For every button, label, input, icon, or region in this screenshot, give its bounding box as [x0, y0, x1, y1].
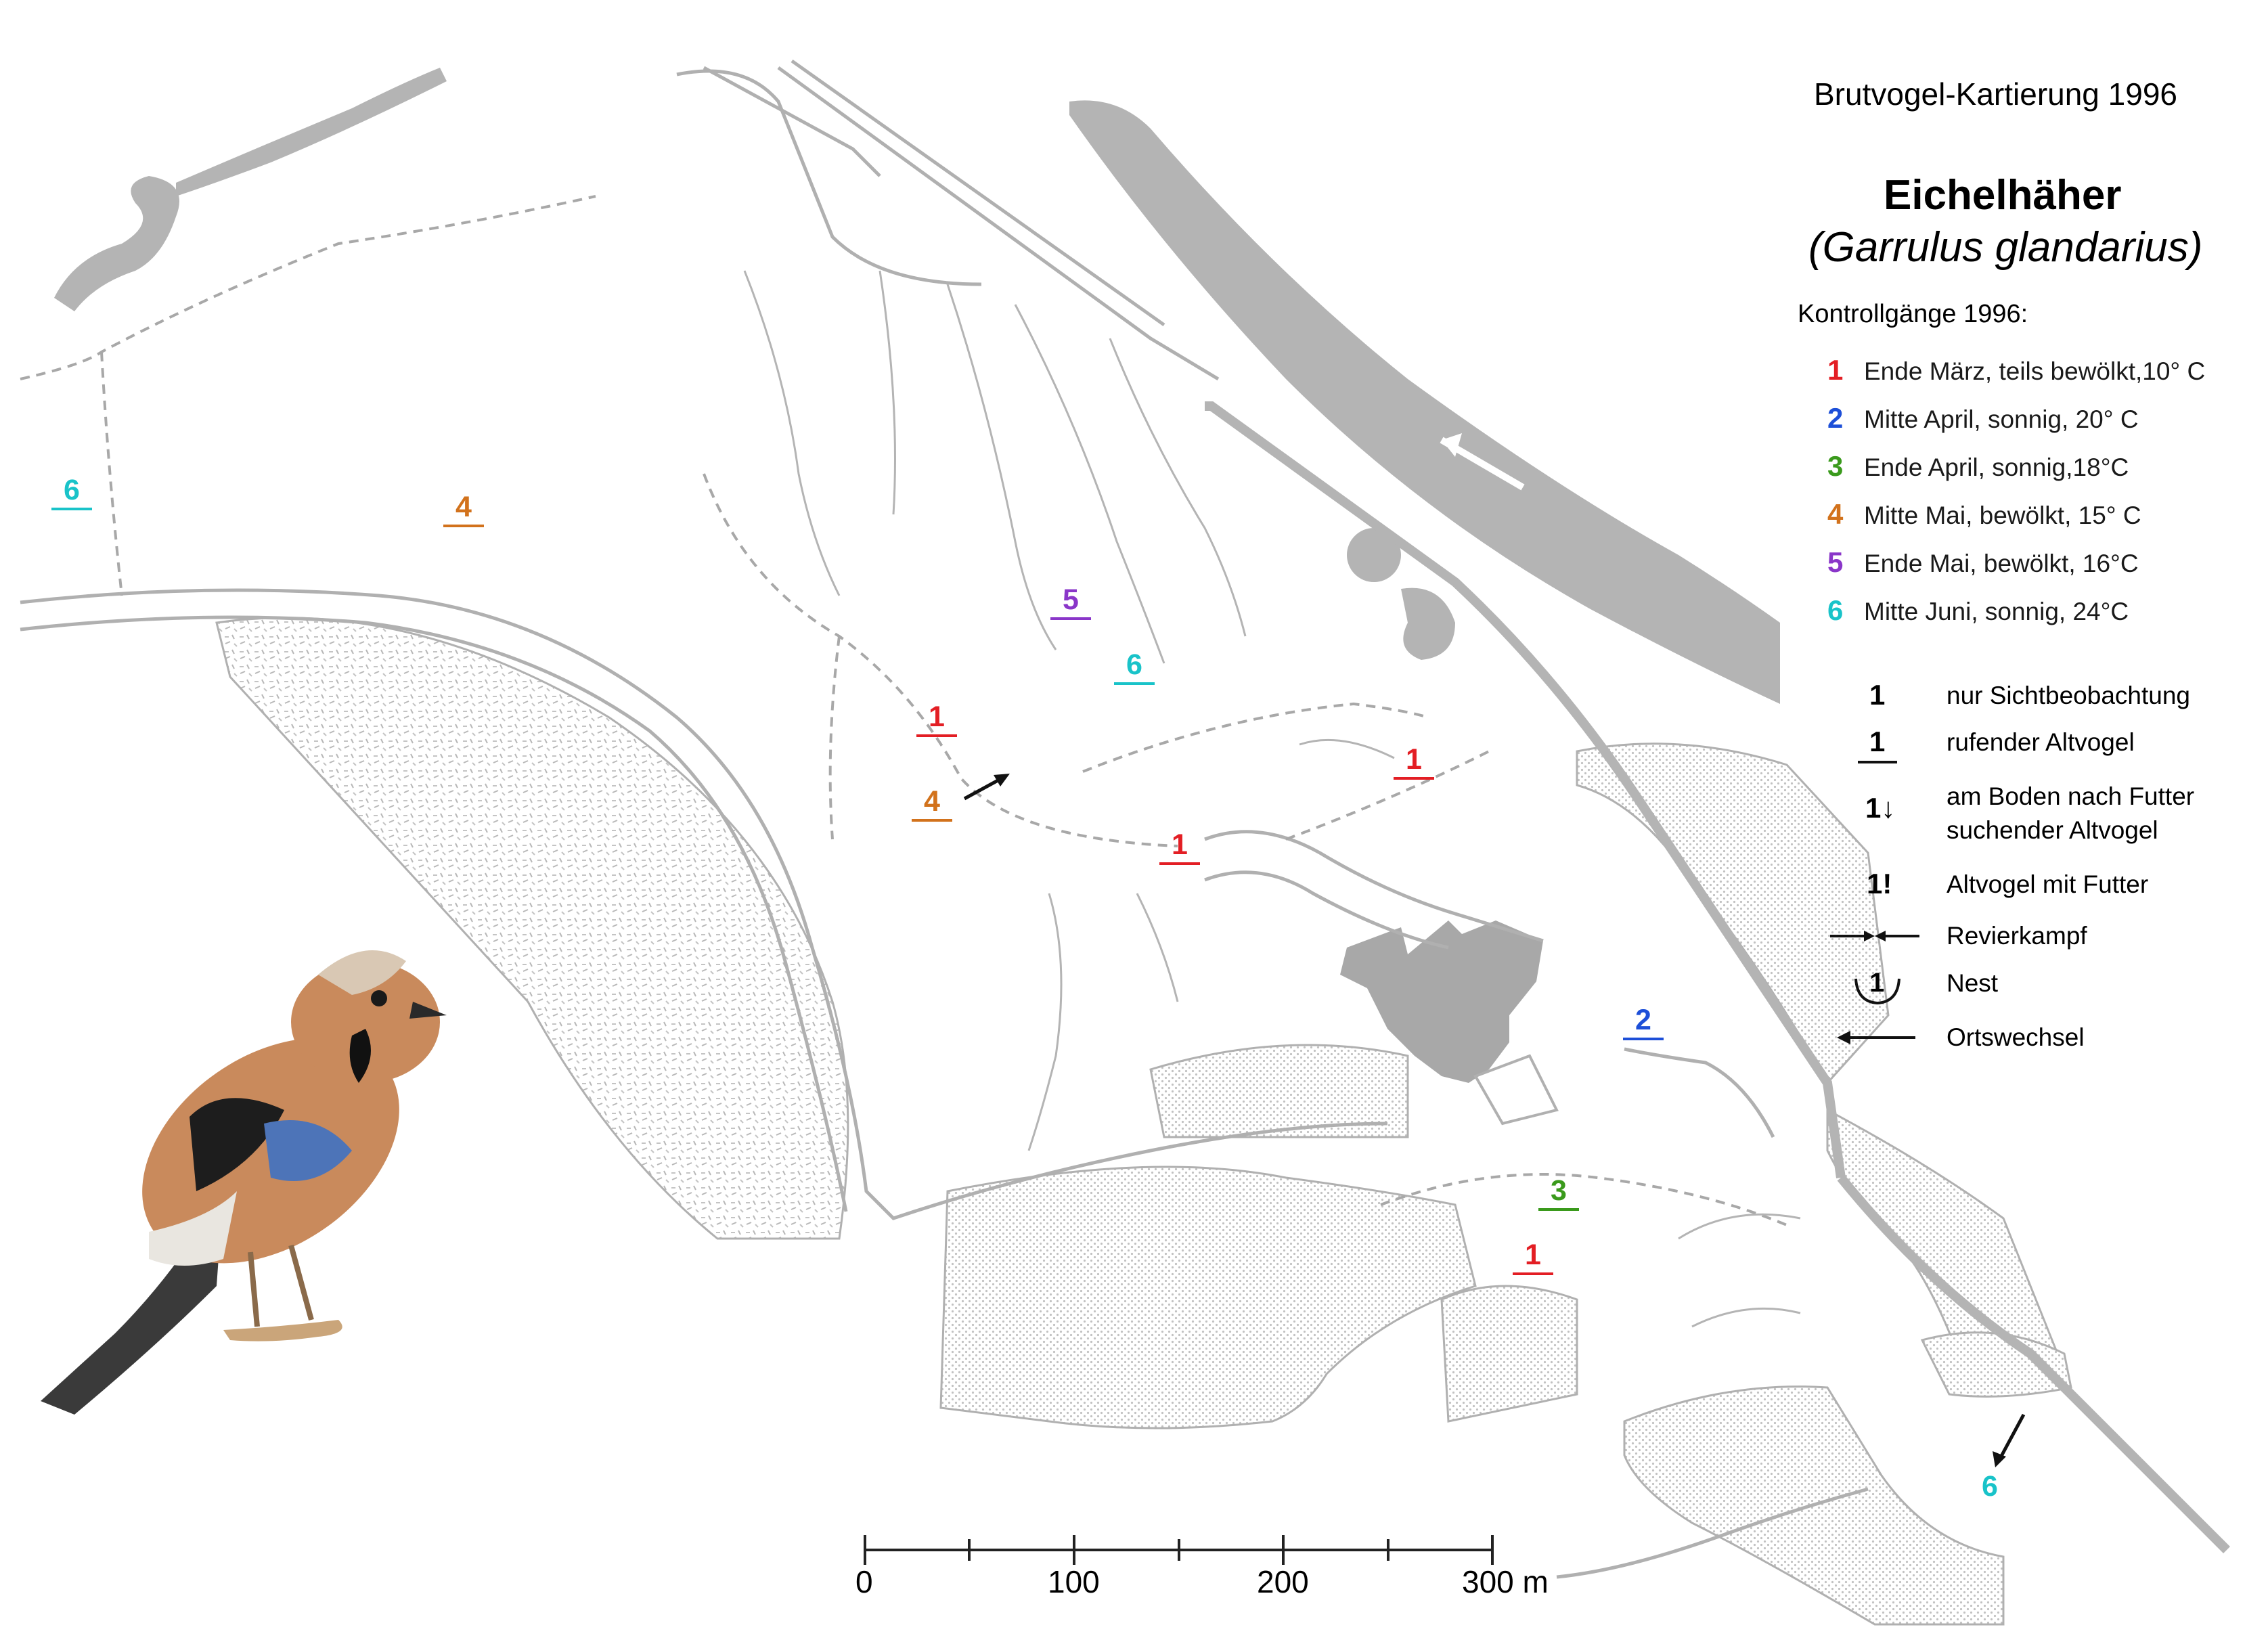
survey-title: Brutvogel-Kartierung 1996	[1814, 76, 2177, 112]
visit-item: 6 Mitte Juni, sonnig, 24°C	[1827, 594, 2129, 628]
visit-label: Ende März, teils bewölkt,10° C	[1864, 357, 2206, 385]
road	[703, 66, 881, 177]
observation-marker: 6	[1114, 648, 1155, 685]
jay-illustration	[41, 950, 447, 1415]
river	[1069, 100, 1780, 705]
visit-item: 2 Mitte April, sonnig, 20° C	[1827, 402, 2139, 436]
scale-bar	[864, 1535, 1494, 1565]
road	[1204, 830, 1544, 943]
visit-number: 6	[1827, 594, 1844, 626]
forest-area	[1826, 1108, 2059, 1373]
visit-item: 1 Ende März, teils bewölkt,10° C	[1827, 354, 2205, 388]
building	[1473, 1054, 1559, 1126]
observation-marker: 4	[912, 785, 952, 822]
visit-label: Mitte April, sonnig, 20° C	[1864, 405, 2139, 433]
road	[791, 59, 1165, 327]
visit-label: Ende Mai, bewölkt, 16°C	[1864, 550, 2139, 577]
forest-area	[1149, 1044, 1409, 1138]
symbol-label: suchender Altvogel	[1947, 816, 2158, 844]
territorial-fight-icon	[1830, 931, 1919, 941]
visit-label: Mitte Juni, sonnig, 24°C	[1864, 598, 2129, 625]
sighting-symbol: 1	[1869, 679, 1886, 711]
forest-area	[939, 1166, 1477, 1429]
legend-heading: Kontrollgänge 1996:	[1798, 300, 2028, 328]
footpaths	[20, 195, 1787, 1226]
relocation-arrow-icon	[1837, 1031, 1915, 1044]
road	[777, 66, 1220, 381]
symbol-label: am Boden nach Futter	[1947, 782, 2195, 810]
pond	[1401, 587, 1455, 660]
foraging-symbol: 1↓	[1865, 792, 1896, 824]
visit-label: Mitte Mai, bewölkt, 15° C	[1864, 502, 2141, 529]
road	[1624, 1047, 1775, 1138]
nest-symbol: 1	[1869, 968, 1885, 998]
pond	[176, 68, 447, 196]
scale-label: 200	[1257, 1564, 1309, 1599]
road	[20, 615, 848, 1212]
observation-marker: 5	[1050, 583, 1091, 620]
canal	[1837, 1174, 2230, 1553]
symbol-label: Ortswechsel	[1947, 1023, 2085, 1051]
symbol-label: rufender Altvogel	[1947, 728, 2135, 756]
calling-symbol: 1	[1869, 726, 1886, 757]
scale-label: 100	[1048, 1564, 1100, 1599]
visit-number: 5	[1827, 546, 1844, 578]
symbol-label: Revierkampf	[1947, 922, 2087, 950]
road	[20, 588, 1388, 1220]
species-name: Eichelhäher	[1884, 172, 2122, 219]
road	[676, 69, 982, 286]
meadow-area	[215, 617, 849, 1240]
visit-item: 3 Ende April, sonnig,18°C	[1827, 450, 2129, 484]
canal	[1205, 401, 1846, 1178]
observation-marker: 1	[1159, 828, 1200, 865]
pond	[54, 176, 179, 311]
underline-mark	[1858, 761, 1897, 763]
visit-number: 1	[1827, 354, 1844, 386]
symbol-label: Nest	[1947, 969, 1999, 997]
building	[1340, 920, 1543, 1083]
observation-marker: 3	[1538, 1174, 1579, 1211]
forest-area	[1440, 1285, 1578, 1423]
movement-arrow-1	[963, 774, 1010, 801]
observation-marker: 2	[1623, 1004, 1664, 1040]
observation-marker: 4	[443, 491, 484, 527]
scale-label: 300 m	[1462, 1564, 1549, 1599]
species-latin-name: (Garrulus glandarius)	[1808, 224, 2203, 271]
forest-area	[1920, 1331, 2072, 1398]
pond	[1347, 528, 1401, 582]
visit-item: 5 Ende Mai, bewölkt, 16°C	[1827, 546, 2139, 580]
feeding-symbol: 1!	[1867, 868, 1892, 900]
road	[1204, 870, 1449, 950]
visit-number: 3	[1827, 450, 1844, 482]
scale-label: 0	[855, 1564, 873, 1599]
visit-number: 2	[1827, 402, 1844, 434]
observation-marker: 1	[1394, 743, 1434, 780]
observation-marker: 1	[916, 701, 957, 737]
road	[1556, 1487, 1869, 1579]
observation-marker: 6	[51, 474, 92, 510]
visit-item: 4 Mitte Mai, bewölkt, 15° C	[1827, 498, 2141, 532]
symbol-label: nur Sichtbeobachtung	[1947, 682, 2190, 709]
symbol-label: Altvogel mit Futter	[1947, 870, 2149, 898]
ridges	[743, 270, 1801, 1328]
movement-arrow-2	[1993, 1413, 2026, 1467]
observation-marker: 6	[1982, 1470, 1998, 1503]
nest-icon	[1854, 978, 1900, 1005]
visit-label: Ende April, sonnig,18°C	[1864, 453, 2129, 481]
observation-marker: 1	[1513, 1239, 1553, 1275]
visit-number: 4	[1827, 498, 1844, 530]
